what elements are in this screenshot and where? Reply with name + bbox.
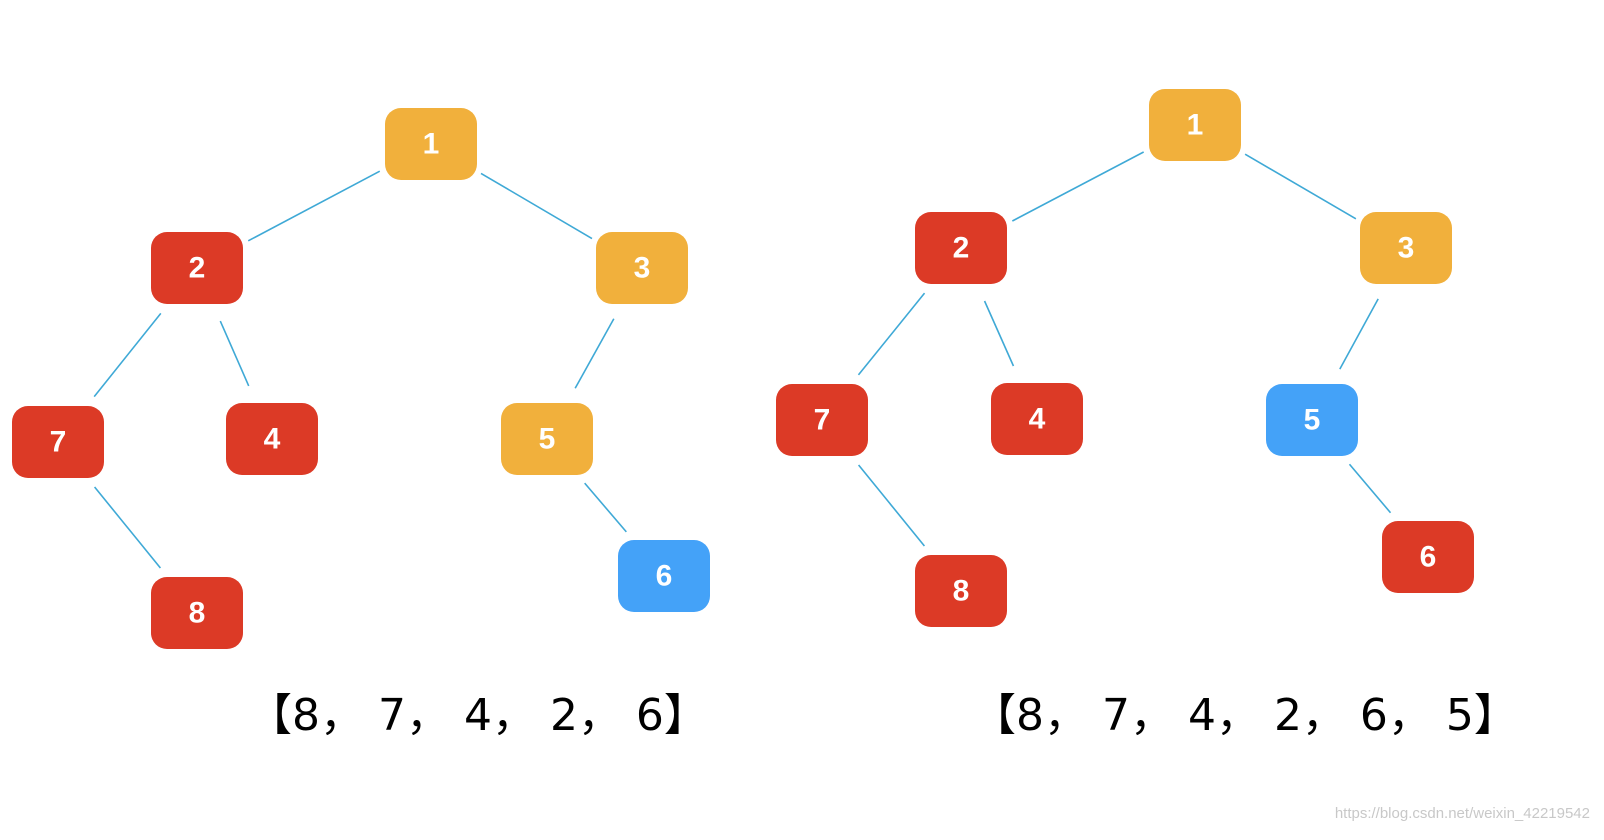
right-edge-5-6: [1348, 463, 1392, 514]
left-tree: 1 2 3 7 4 5 8 6: [12, 108, 710, 649]
right-tree: 1 2 3 7 4 5 8 6: [776, 89, 1474, 627]
left-node-5-box: [501, 403, 593, 475]
right-node-5: 5: [1266, 384, 1358, 456]
right-edge-1-3: [1244, 153, 1357, 220]
right-node-6-label: 6: [1420, 541, 1437, 574]
right-node-3-label: 3: [1398, 232, 1415, 265]
left-node-5-label: 5: [539, 423, 556, 456]
right-node-7: 7: [776, 384, 868, 456]
right-node-4: 4: [991, 383, 1083, 455]
right-node-6-box: [1382, 521, 1474, 593]
right-node-3: 3: [1360, 212, 1452, 284]
right-node-4-label: 4: [1029, 403, 1046, 436]
left-node-7-box: [12, 406, 104, 478]
right-node-7-box: [776, 384, 868, 456]
left-edge-5-6: [584, 482, 627, 533]
left-node-4-label: 4: [264, 423, 281, 456]
right-edge-1-2: [1011, 151, 1145, 222]
right-node-5-box: [1266, 384, 1358, 456]
right-edge-2-7: [857, 292, 926, 376]
right-node-8: 8: [915, 555, 1007, 627]
left-node-3-label: 3: [634, 252, 651, 285]
left-node-6: 6: [618, 540, 710, 612]
right-node-6: 6: [1382, 521, 1474, 593]
left-edge-1-2: [247, 170, 381, 242]
right-node-2-label: 2: [953, 232, 970, 265]
left-node-3-box: [596, 232, 688, 304]
right-node-7-label: 7: [814, 404, 831, 437]
left-node-6-label: 6: [656, 560, 673, 593]
left-node-8: 8: [151, 577, 243, 649]
right-node-1: 1: [1149, 89, 1241, 161]
right-node-2: 2: [915, 212, 1007, 284]
left-node-4: 4: [226, 403, 318, 475]
right-node-8-label: 8: [953, 575, 970, 608]
left-node-7-label: 7: [50, 426, 67, 459]
right-node-8-box: [915, 555, 1007, 627]
left-node-2: 2: [151, 232, 243, 304]
left-node-8-box: [151, 577, 243, 649]
right-node-4-box: [991, 383, 1083, 455]
right-node-1-label: 1: [1187, 109, 1204, 142]
right-tree-caption: 【8， 7， 4， 2， 6， 5】: [972, 690, 1518, 741]
right-edge-3-5: [1339, 298, 1379, 370]
right-edge-2-4: [983, 300, 1015, 367]
left-node-7: 7: [12, 406, 104, 478]
left-node-5: 5: [501, 403, 593, 475]
left-node-2-label: 2: [189, 252, 206, 285]
left-node-8-label: 8: [189, 597, 206, 630]
left-edge-2-4: [219, 320, 250, 387]
left-node-1-box: [385, 108, 477, 180]
left-node-6-box: [618, 540, 710, 612]
watermark: https://blog.csdn.net/weixin_42219542: [1334, 805, 1590, 822]
left-edge-2-7: [93, 312, 162, 398]
left-node-3: 3: [596, 232, 688, 304]
left-edge-3-5: [574, 318, 615, 389]
right-edge-7-8: [857, 464, 926, 547]
left-edge-7-8: [93, 486, 162, 569]
right-node-2-box: [915, 212, 1007, 284]
left-node-4-box: [226, 403, 318, 475]
left-edge-1-3: [480, 172, 593, 240]
right-node-1-box: [1149, 89, 1241, 161]
right-node-3-box: [1360, 212, 1452, 284]
left-node-1-label: 1: [423, 128, 440, 161]
left-node-1: 1: [385, 108, 477, 180]
left-tree-caption: 【8， 7， 4， 2， 6】: [248, 690, 708, 741]
left-node-2-box: [151, 232, 243, 304]
right-node-5-label: 5: [1304, 404, 1321, 437]
